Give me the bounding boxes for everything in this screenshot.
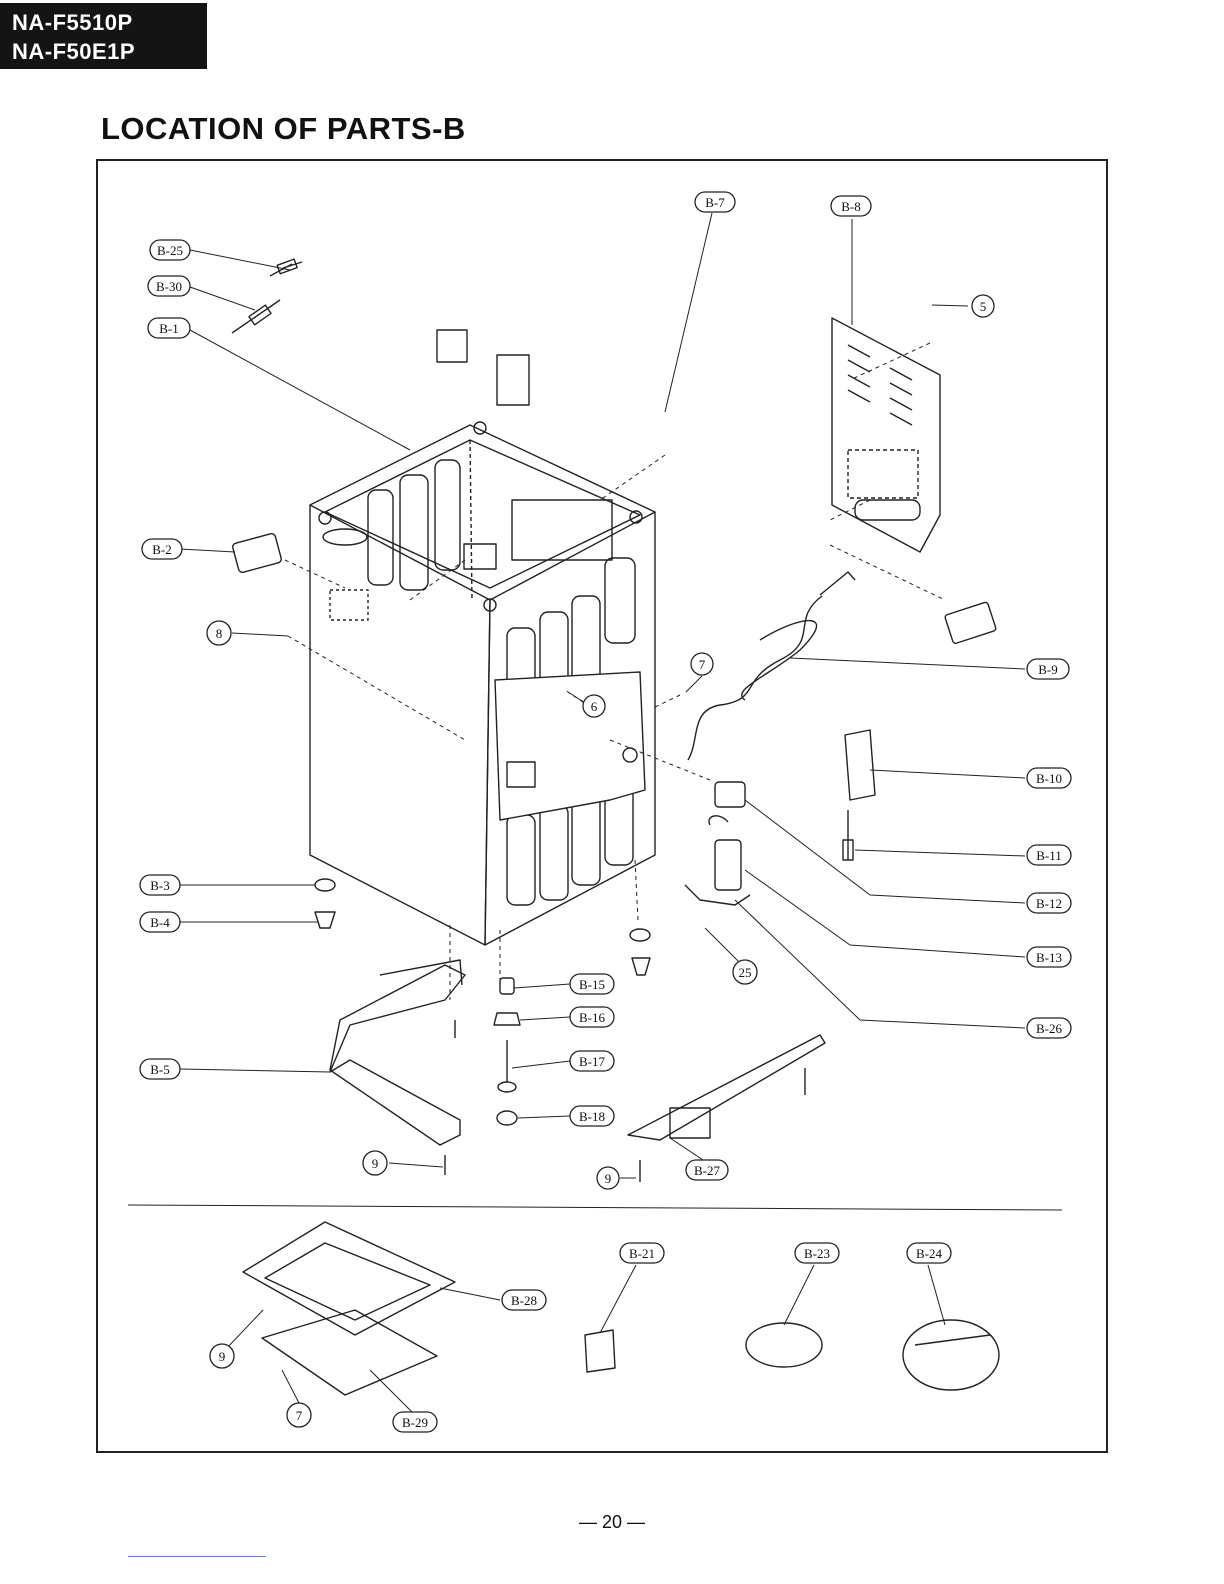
- svg-text:B-5: B-5: [150, 1062, 170, 1077]
- callout-b4: B-4: [140, 912, 180, 932]
- svg-text:B-10: B-10: [1036, 771, 1062, 786]
- svg-text:B-7: B-7: [705, 195, 725, 210]
- callout-b18: B-18: [570, 1106, 614, 1126]
- svg-text:6: 6: [591, 699, 598, 714]
- svg-text:B-23: B-23: [804, 1246, 830, 1261]
- svg-text:B-17: B-17: [579, 1054, 606, 1069]
- svg-text:B-11: B-11: [1036, 848, 1062, 863]
- svg-text:B-3: B-3: [150, 878, 170, 893]
- svg-text:B-28: B-28: [511, 1293, 537, 1308]
- callout-b29: B-29: [393, 1412, 437, 1432]
- page-number: — 20 —: [0, 1512, 1224, 1533]
- screw-callout-25: 25: [733, 960, 757, 984]
- callout-b30: B-30: [148, 276, 190, 296]
- callout-b2: B-2: [142, 539, 182, 559]
- footer-rule: [128, 1556, 266, 1557]
- svg-text:7: 7: [296, 1408, 303, 1423]
- callout-b11: B-11: [1027, 845, 1071, 865]
- svg-text:B-25: B-25: [157, 243, 183, 258]
- callout-b23: B-23: [795, 1243, 839, 1263]
- svg-text:B-13: B-13: [1036, 950, 1062, 965]
- svg-text:25: 25: [739, 965, 752, 980]
- callout-b16: B-16: [570, 1007, 614, 1027]
- svg-text:5: 5: [980, 299, 987, 314]
- svg-text:B-21: B-21: [629, 1246, 655, 1261]
- svg-text:B-30: B-30: [156, 279, 182, 294]
- assembly-lines: [285, 343, 945, 1000]
- screw-callout-7: 7: [287, 1403, 311, 1427]
- callout-b12: B-12: [1027, 893, 1071, 913]
- rear-panel-b8: [832, 318, 940, 552]
- callout-b5: B-5: [140, 1059, 180, 1079]
- callout-b25: B-25: [150, 240, 190, 260]
- screw-callout-9: 9: [597, 1167, 619, 1189]
- callout-b27: B-27: [686, 1160, 728, 1180]
- screw-callout-9: 9: [210, 1344, 234, 1368]
- callout-b9: B-9: [1027, 659, 1069, 679]
- callout-b28: B-28: [502, 1290, 546, 1310]
- callout-b17: B-17: [570, 1051, 614, 1071]
- callout-b13: B-13: [1027, 947, 1071, 967]
- svg-text:B-4: B-4: [150, 915, 170, 930]
- callout-b24: B-24: [907, 1243, 951, 1263]
- screw-callout-5: 5: [972, 295, 994, 317]
- svg-text:9: 9: [372, 1156, 379, 1171]
- svg-text:7: 7: [699, 657, 706, 672]
- svg-text:B-16: B-16: [579, 1010, 606, 1025]
- callout-b3: B-3: [140, 875, 180, 895]
- svg-text:B-1: B-1: [159, 321, 179, 336]
- callout-b15: B-15: [570, 974, 614, 994]
- callout-b21: B-21: [620, 1243, 664, 1263]
- svg-text:B-8: B-8: [841, 199, 861, 214]
- svg-text:B-26: B-26: [1036, 1021, 1063, 1036]
- callout-b26: B-26: [1027, 1018, 1071, 1038]
- svg-text:B-2: B-2: [152, 542, 172, 557]
- svg-text:B-27: B-27: [694, 1163, 721, 1178]
- svg-text:B-9: B-9: [1038, 662, 1058, 677]
- callout-b1: B-1: [148, 318, 190, 338]
- svg-text:9: 9: [219, 1349, 226, 1364]
- screw-callout-7: 7: [691, 653, 713, 675]
- callout-b8: B-8: [831, 196, 871, 216]
- cabinet-body: [310, 330, 655, 945]
- svg-text:9: 9: [605, 1171, 612, 1186]
- svg-text:8: 8: [216, 626, 223, 641]
- callout-b10: B-10: [1027, 768, 1071, 788]
- screw-callout-8: 8: [207, 621, 231, 645]
- section-divider: [128, 1205, 1062, 1210]
- svg-text:B-24: B-24: [916, 1246, 943, 1261]
- screw-callout-6: 6: [583, 695, 605, 717]
- svg-text:B-15: B-15: [579, 977, 605, 992]
- screw-callout-9: 9: [363, 1151, 387, 1175]
- svg-text:B-18: B-18: [579, 1109, 605, 1124]
- svg-text:B-29: B-29: [402, 1415, 428, 1430]
- callout-b7: B-7: [695, 192, 735, 212]
- svg-text:B-12: B-12: [1036, 896, 1062, 911]
